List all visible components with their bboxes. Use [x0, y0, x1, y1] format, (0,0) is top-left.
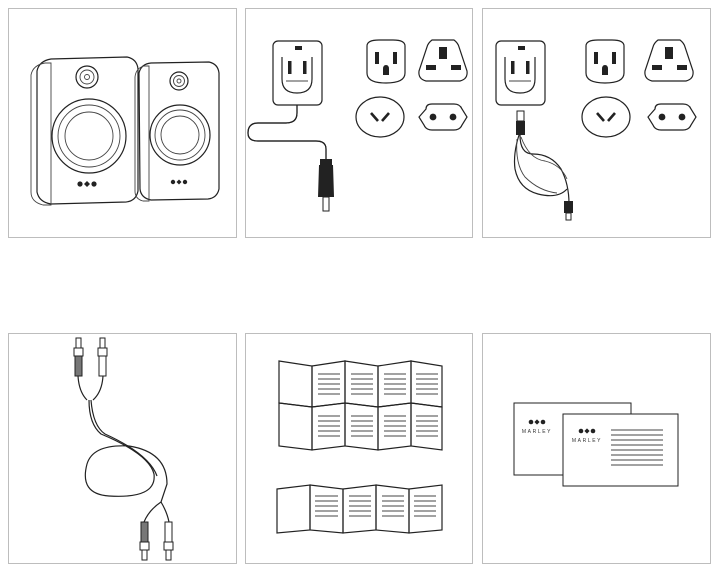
uk-plug-icon — [418, 39, 468, 82]
au-plug-icon — [355, 96, 405, 138]
au-plug-icon — [581, 96, 631, 138]
rca-connector-icon — [139, 521, 150, 561]
usb-adapter-illustration — [495, 39, 697, 221]
rca-connector-icon — [97, 337, 108, 377]
eu-plug-icon — [647, 103, 697, 131]
speakers-illustration — [30, 56, 220, 206]
brand-logo-icon — [170, 179, 188, 185]
manual-illustration — [276, 484, 443, 534]
rca-connector-icon — [163, 521, 174, 561]
power-adapter-illustration — [247, 39, 468, 212]
manuals-illustration — [276, 360, 443, 534]
power-adapter-panel — [245, 8, 473, 238]
manuals-panel — [245, 333, 473, 564]
back-card-brand: MARLEY — [522, 429, 552, 435]
us-plug-icon — [366, 39, 406, 84]
brand-logo-icon — [578, 428, 596, 434]
rca-connector-icon — [73, 337, 84, 377]
rca-cable-panel — [8, 333, 237, 564]
manual-illustration — [278, 360, 443, 451]
brand-logo-icon — [77, 181, 97, 187]
brand-logo-icon — [528, 419, 546, 425]
uk-plug-icon — [644, 39, 694, 82]
eu-plug-icon — [418, 103, 468, 131]
us-plug-icon — [585, 39, 625, 84]
cards-panel: MARLEY MARLEY — [482, 333, 711, 564]
front-card-brand: MARLEY — [572, 438, 602, 444]
usb-adapter-panel — [482, 8, 711, 238]
speakers-panel — [8, 8, 237, 238]
rca-cable-illustration — [73, 337, 174, 561]
front-card: MARLEY — [562, 413, 679, 487]
cards-illustration: MARLEY MARLEY — [513, 402, 679, 487]
